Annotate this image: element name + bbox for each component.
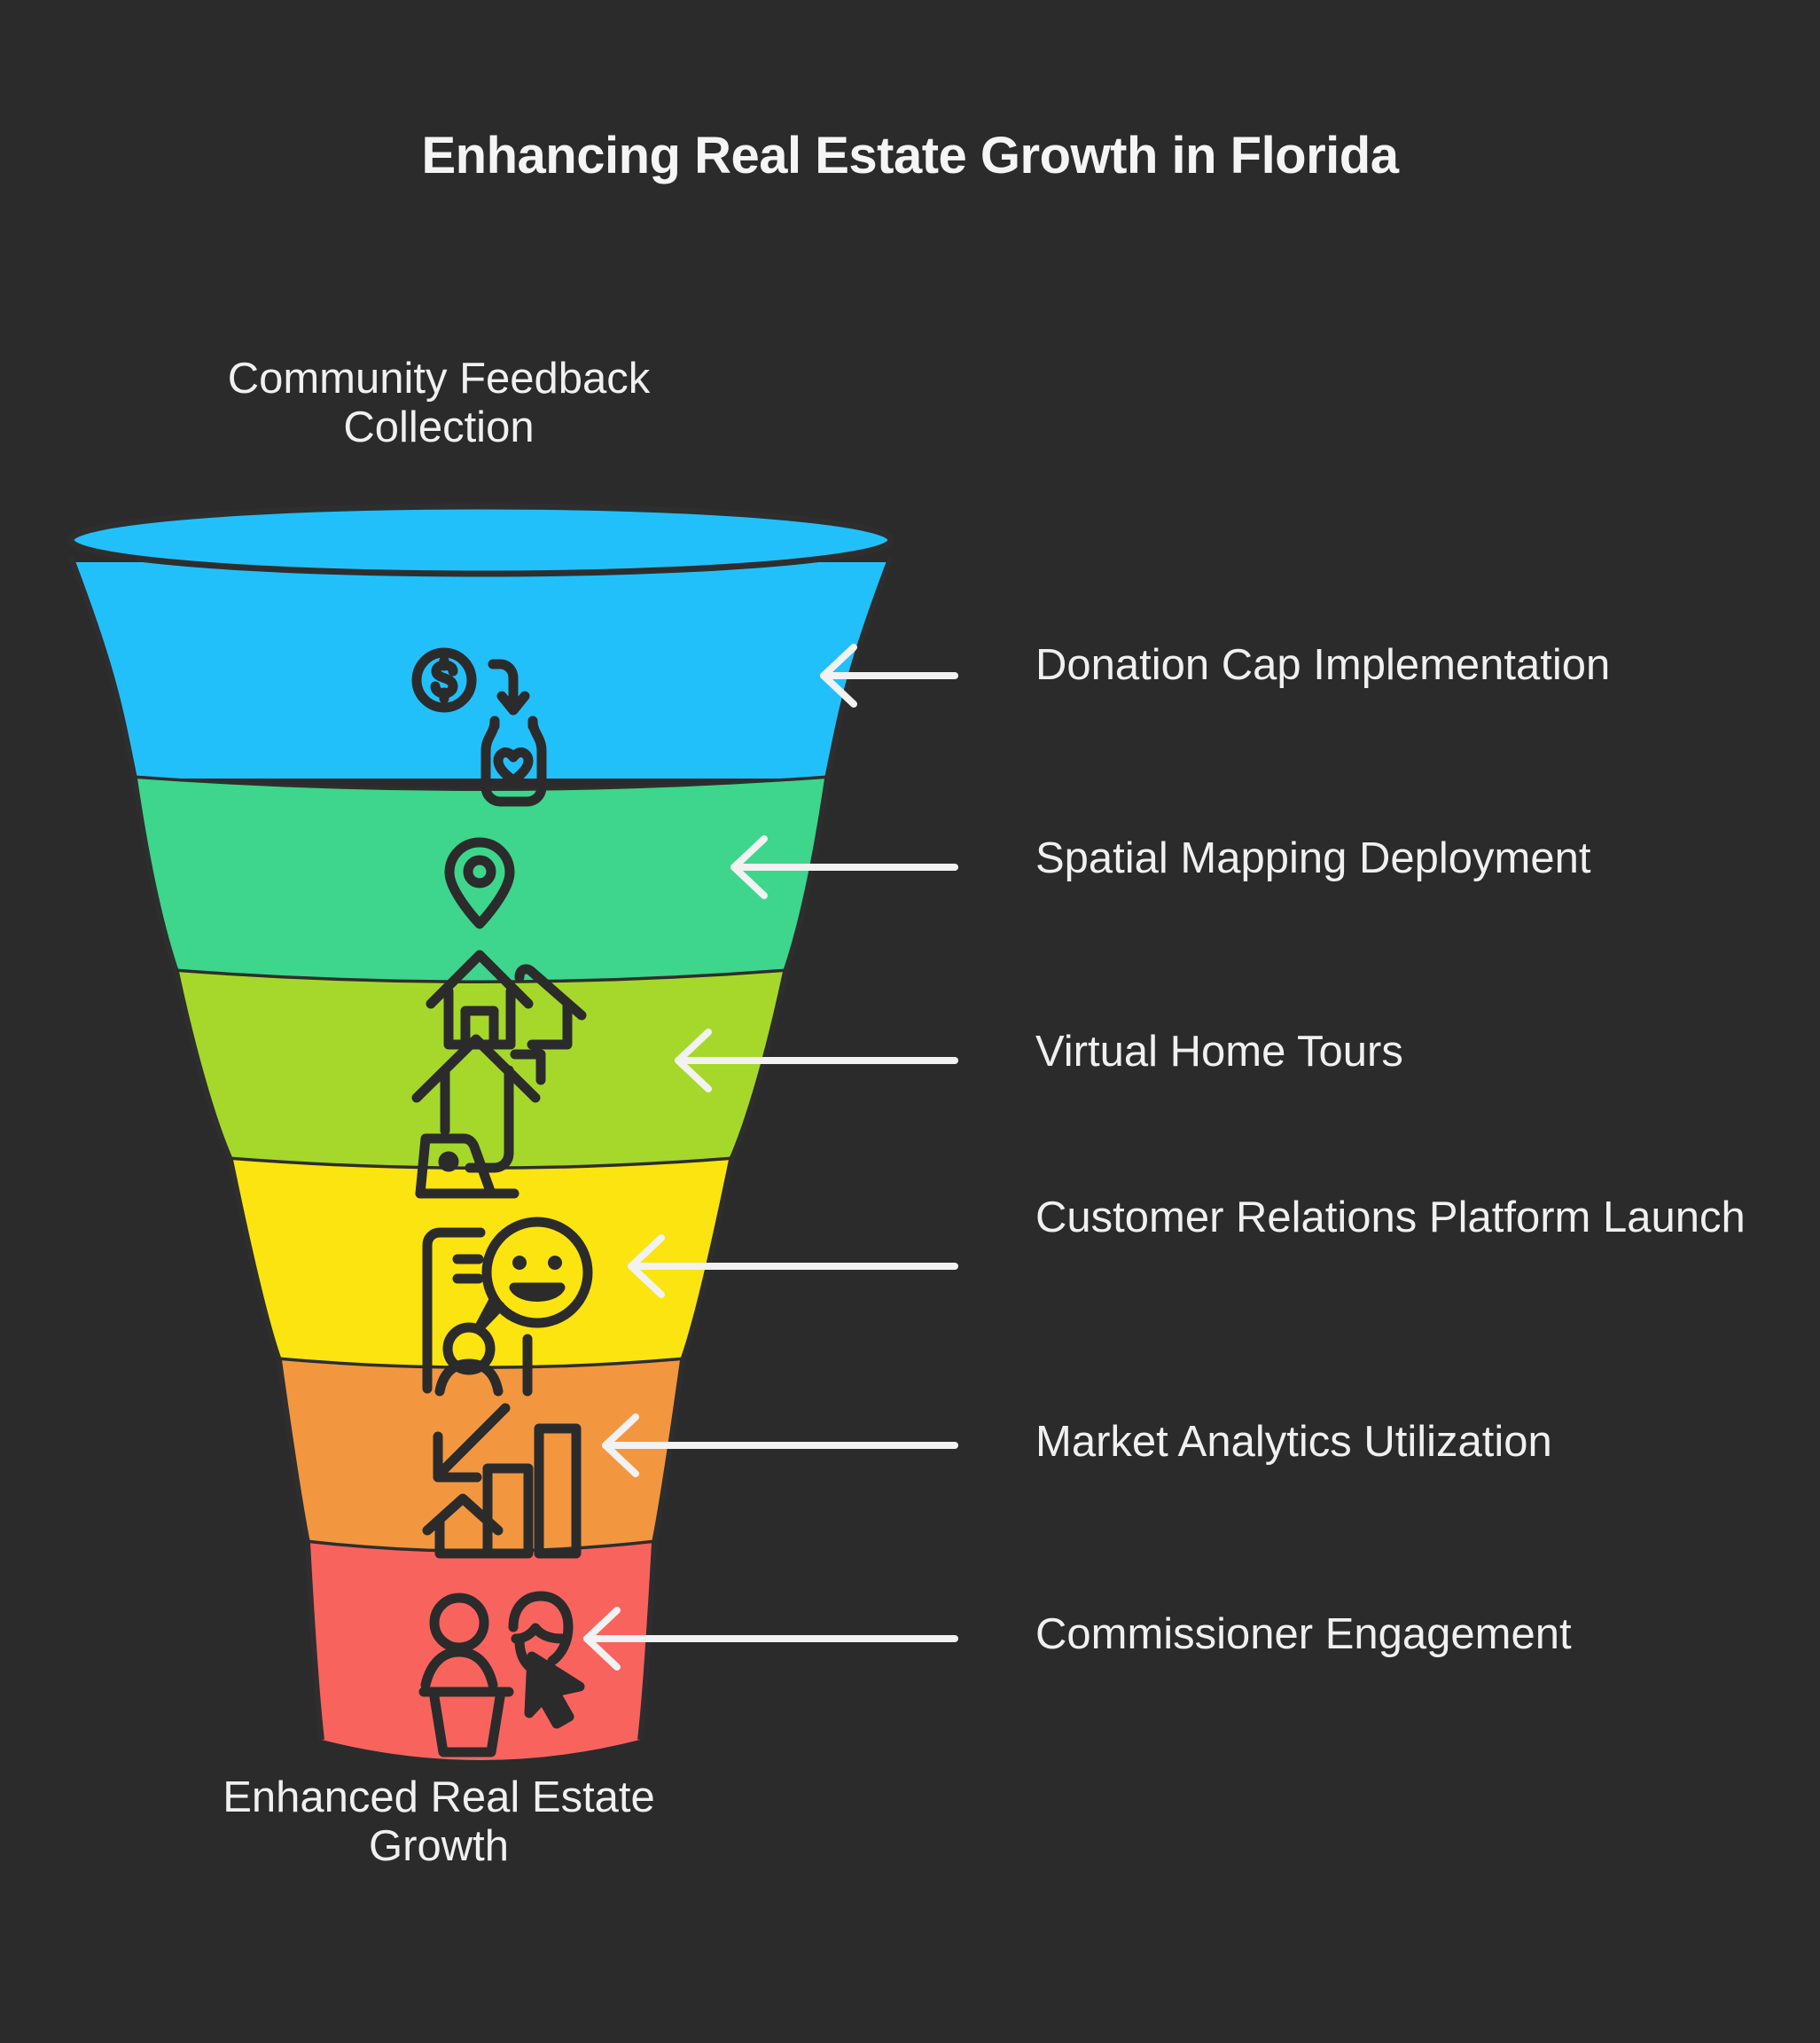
funnel-entry-label-line1: Community Feedback [227, 355, 651, 403]
funnel-segment-5-shape [279, 1360, 683, 1552]
funnel-segment-5-right-edge [652, 1359, 685, 1544]
funnel-segment-4-left-edge [228, 1159, 282, 1362]
stage-label-spatial-mapping: Spatial Mapping Deployment [1035, 834, 1591, 882]
funnel-segment-1[interactable] [67, 503, 894, 794]
connector-arrow-1 [820, 644, 958, 708]
funnel-segment-4-shape [230, 1160, 731, 1369]
funnel-entry-label: Community Feedback Collection [146, 355, 731, 452]
funnel-segment-2-left-edge [132, 778, 179, 973]
stage-label-market-analytics: Market Analytics Utilization [1035, 1418, 1552, 1466]
funnel-segment-6[interactable] [305, 1542, 657, 1760]
funnel-divider-2 [176, 968, 786, 987]
funnel-exit-label: Enhanced Real Estate Growth [146, 1773, 731, 1871]
house-laptop-icon [411, 1034, 546, 1199]
funnel-segment-2[interactable] [132, 778, 830, 987]
funnel-segment-1-left-edge [68, 555, 137, 779]
stage-label-customer-relations: Customer Relations Platform Launch [1035, 1194, 1746, 1241]
funnel-divider-4 [278, 1357, 683, 1373]
funnel-segment-3-right-edge [729, 971, 788, 1162]
funnel-divider-3 [230, 1156, 732, 1173]
funnel-segment-4-right-edge [680, 1159, 734, 1362]
connector-arrow-4 [628, 1234, 958, 1298]
funnel-segment-5-left-edge [277, 1359, 310, 1544]
connector-arrow-3 [675, 1029, 958, 1092]
funnel-segment-3[interactable] [174, 971, 788, 1173]
funnel-segment-5[interactable] [277, 1359, 685, 1556]
funnel-exit-label-line1: Enhanced Real Estate [223, 1773, 655, 1821]
funnel-segment-6-right-edge [637, 1542, 657, 1741]
funnel-entry-label-line2: Collection [343, 403, 535, 451]
funnel-segment-2-shape [135, 779, 827, 983]
stage-label-virtual-home-tours: Virtual Home Tours [1035, 1028, 1403, 1076]
connector-arrow-2 [730, 835, 958, 899]
funnel-segment-4[interactable] [228, 1159, 734, 1373]
funnel-segment-6-left-edge [305, 1542, 324, 1741]
funnel-segment-6-shape [308, 1543, 654, 1760]
connector-arrow-5 [602, 1413, 958, 1477]
funnel-divider-1 [134, 775, 828, 794]
funnel-rim-top [67, 503, 894, 577]
funnel-segment-3-shape [176, 972, 785, 1170]
funnel-band-group [67, 503, 894, 1760]
page-title: Enhancing Real Estate Growth in Florida [421, 127, 1399, 184]
map-pin-houses-icon [426, 837, 587, 1050]
bar-chart-house-icon [422, 1403, 582, 1559]
funnel-segment-1-right-edge [824, 555, 894, 779]
donation-jar-icon [411, 647, 547, 807]
person-chat-icon [422, 1217, 593, 1397]
podium-speaker-icon [418, 1591, 585, 1757]
connector-arrow-6 [583, 1607, 958, 1671]
funnel-divider-5 [307, 1539, 655, 1556]
funnel-segment-1-shape [71, 562, 891, 779]
funnel-exit-label-line2: Growth [369, 1821, 509, 1870]
funnel-segment-3-left-edge [174, 971, 233, 1162]
funnel-segment-2-right-edge [783, 778, 830, 973]
stage-label-donation-cap: Donation Cap Implementation [1035, 641, 1611, 689]
stage-label-commissioner-engagement: Commissioner Engagement [1035, 1610, 1572, 1658]
